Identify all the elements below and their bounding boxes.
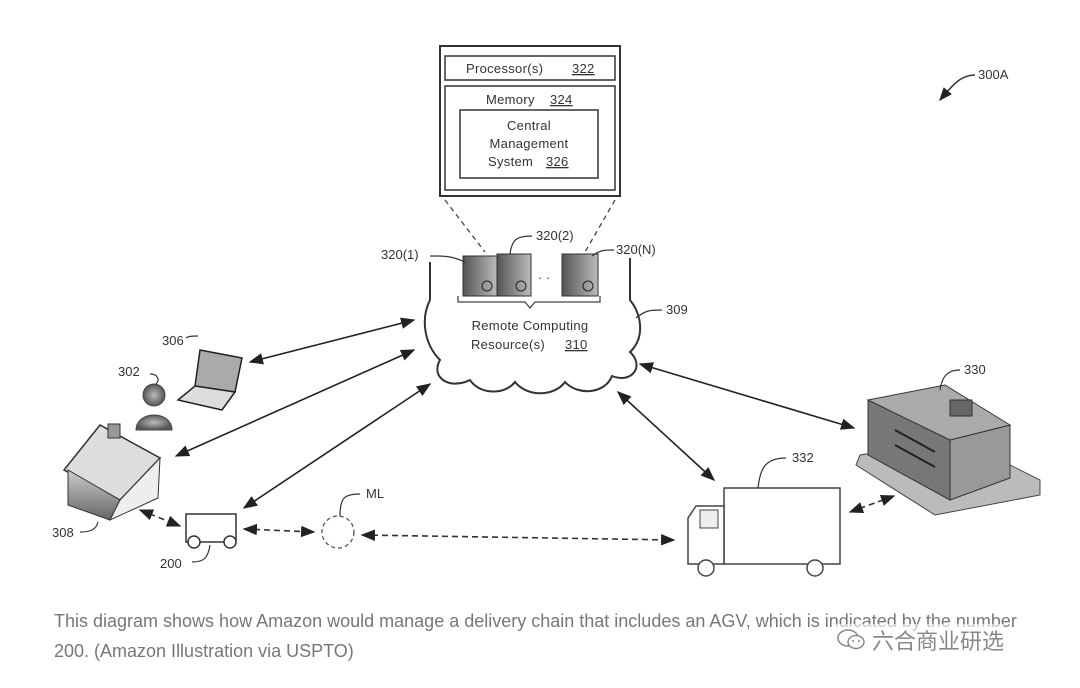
figure-caption: This diagram shows how Amazon would mana… bbox=[54, 611, 1017, 661]
cms-line1: Central bbox=[507, 118, 551, 133]
figure-ref-label: 300A bbox=[978, 67, 1009, 82]
cloud-line1: Remote Computing bbox=[472, 318, 589, 333]
processor-ref: 322 bbox=[572, 61, 595, 76]
figure-ref: 300A bbox=[939, 67, 1009, 102]
warehouse-label: 330 bbox=[964, 362, 986, 377]
dashed-arrows bbox=[138, 495, 896, 546]
laptop: 306 bbox=[162, 333, 243, 411]
arrow-agv-cloud bbox=[242, 383, 432, 509]
ml-node: ML bbox=[321, 486, 384, 549]
cloud-label: 309 bbox=[666, 302, 688, 317]
server-n-label: 320(N) bbox=[616, 242, 656, 257]
wechat-icon bbox=[837, 629, 865, 650]
cms-line3: System bbox=[488, 154, 533, 169]
server-n: 320(N) bbox=[561, 242, 656, 297]
user: 302 bbox=[118, 364, 173, 431]
watermark: 六合商业研选 bbox=[836, 624, 1005, 656]
connection-arrows bbox=[174, 317, 856, 509]
cms-ref: 326 bbox=[546, 154, 569, 169]
memory-ref: 324 bbox=[550, 92, 573, 107]
warehouse: 330 bbox=[855, 362, 1041, 516]
server-2: 320(2) bbox=[496, 228, 574, 297]
processor-label: Processor(s) bbox=[466, 61, 543, 76]
truck-label: 332 bbox=[792, 450, 814, 465]
home: 308 bbox=[52, 423, 162, 540]
arrow-laptop-cloud bbox=[248, 317, 416, 365]
agv-label: 200 bbox=[160, 556, 182, 571]
arrow-agv-ml bbox=[242, 523, 316, 538]
cms-line2: Management bbox=[490, 136, 569, 151]
server-ellipsis: · · bbox=[538, 270, 550, 285]
cloud-ref: 310 bbox=[565, 337, 588, 352]
watermark-text: 六合商业研选 bbox=[872, 630, 1005, 655]
server-2-label: 320(2) bbox=[536, 228, 574, 243]
truck: 332 bbox=[687, 450, 841, 577]
cloud-line2: Resource(s) bbox=[471, 337, 545, 352]
home-label: 308 bbox=[52, 525, 74, 540]
delivery-chain-diagram: 300A Processor(s) 322 Memory 324 Central… bbox=[52, 45, 1041, 577]
arrow-ml-truck bbox=[360, 529, 676, 546]
ml-label: ML bbox=[366, 486, 384, 501]
agv: 200 bbox=[160, 513, 237, 571]
cms-box bbox=[459, 109, 599, 179]
user-label: 302 bbox=[118, 364, 140, 379]
server-1: 320(1) bbox=[381, 247, 498, 297]
laptop-label: 306 bbox=[162, 333, 184, 348]
arrow-truck-cloud bbox=[616, 391, 716, 481]
arrow-home-agv bbox=[138, 509, 182, 527]
server-1-label: 320(1) bbox=[381, 247, 419, 262]
server-detail-box: Processor(s) 322 Memory 324 Central Mana… bbox=[439, 45, 621, 253]
memory-label: Memory bbox=[486, 92, 535, 107]
arrow-warehouse-cloud bbox=[638, 362, 856, 430]
processor-box bbox=[444, 55, 616, 81]
arrow-truck-warehouse bbox=[848, 495, 896, 513]
